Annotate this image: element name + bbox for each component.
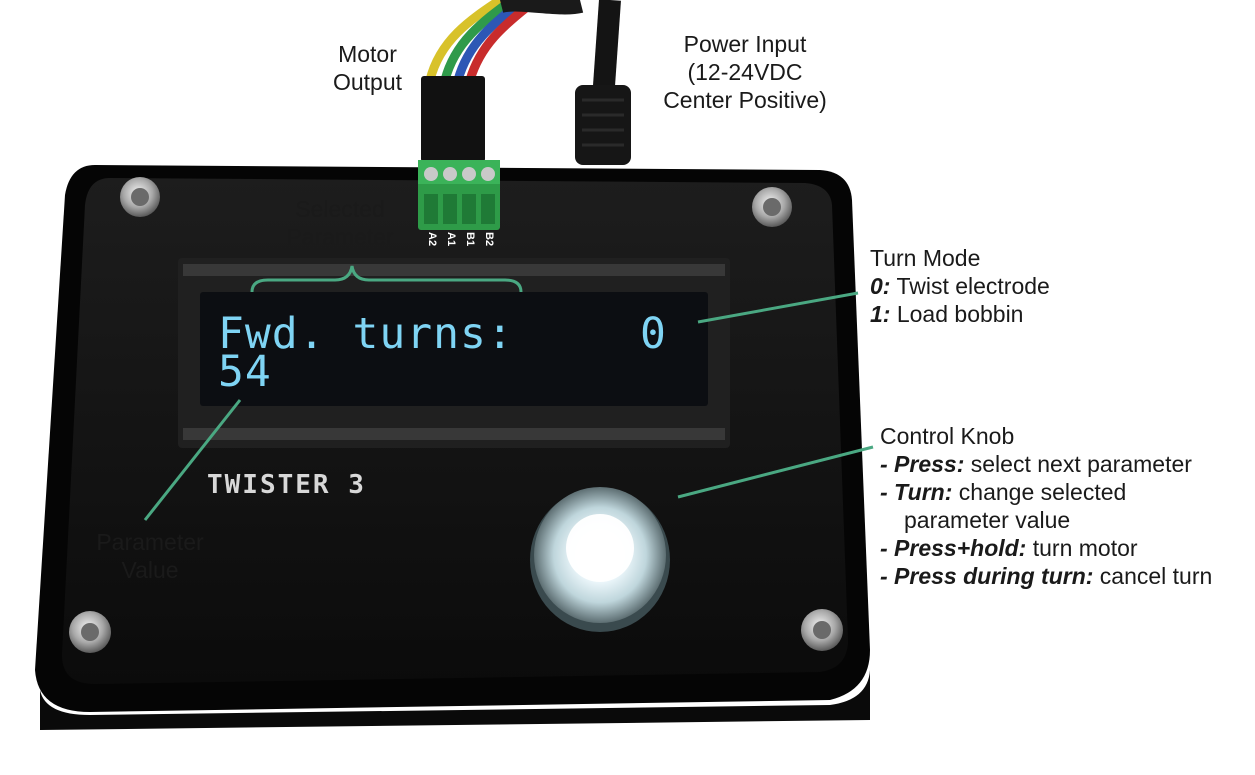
turn-mode-label: Turn Mode 0: Twist electrode 1: Load bob…	[870, 245, 1050, 327]
pin-label-b2: B2	[483, 232, 495, 247]
power-input-label: Power Input (12-24VDC Center Positive)	[663, 31, 827, 113]
screw-bottom-right	[801, 609, 843, 651]
pin-label-a1: A1	[445, 232, 457, 247]
lcd-line1-label: Fwd. turns:	[218, 309, 514, 359]
callout-line-parameter-value	[143, 399, 242, 521]
motor-connector-housing	[421, 76, 485, 162]
control-knob-label: Control Knob - Press: select next parame…	[880, 423, 1213, 589]
pin-label-b1: B1	[464, 232, 476, 247]
knob-action-turn: - Turn: change selected	[880, 479, 1127, 505]
parameter-value-label: Parameter Value	[96, 529, 204, 583]
turn-mode-item-1: 1: Load bobbin	[870, 301, 1024, 327]
lcd-line1-value: 0	[640, 309, 667, 359]
knob-action-press-during-turn: - Press during turn: cancel turn	[880, 563, 1213, 589]
selected-parameter-brace	[250, 265, 523, 293]
screw-top-left	[120, 177, 160, 217]
knob-action-press: - Press: select next parameter	[880, 451, 1192, 477]
selected-parameter-label: Selected Parameter	[286, 196, 394, 250]
knob-action-press-hold: - Press+hold: turn motor	[880, 535, 1138, 561]
lcd-module	[178, 258, 730, 448]
pin-label-a2: A2	[426, 232, 438, 247]
callout-line-control-knob	[677, 445, 874, 499]
power-cable	[575, 0, 631, 165]
knob-action-turn-cont: parameter value	[904, 507, 1071, 533]
control-knob[interactable]	[530, 487, 670, 632]
brand-label: TWISTER 3	[207, 470, 366, 500]
lcd-screen	[200, 292, 708, 406]
screw-top-right	[752, 187, 792, 227]
turn-mode-item-0: 0: Twist electrode	[870, 273, 1050, 299]
lcd-line2-value: 54	[218, 347, 272, 397]
terminal-block	[418, 160, 500, 230]
callout-line-turn-mode	[697, 291, 859, 324]
screw-bottom-left	[69, 611, 111, 653]
motor-output-label: Motor Output	[332, 41, 403, 95]
motor-cable	[421, 0, 584, 162]
